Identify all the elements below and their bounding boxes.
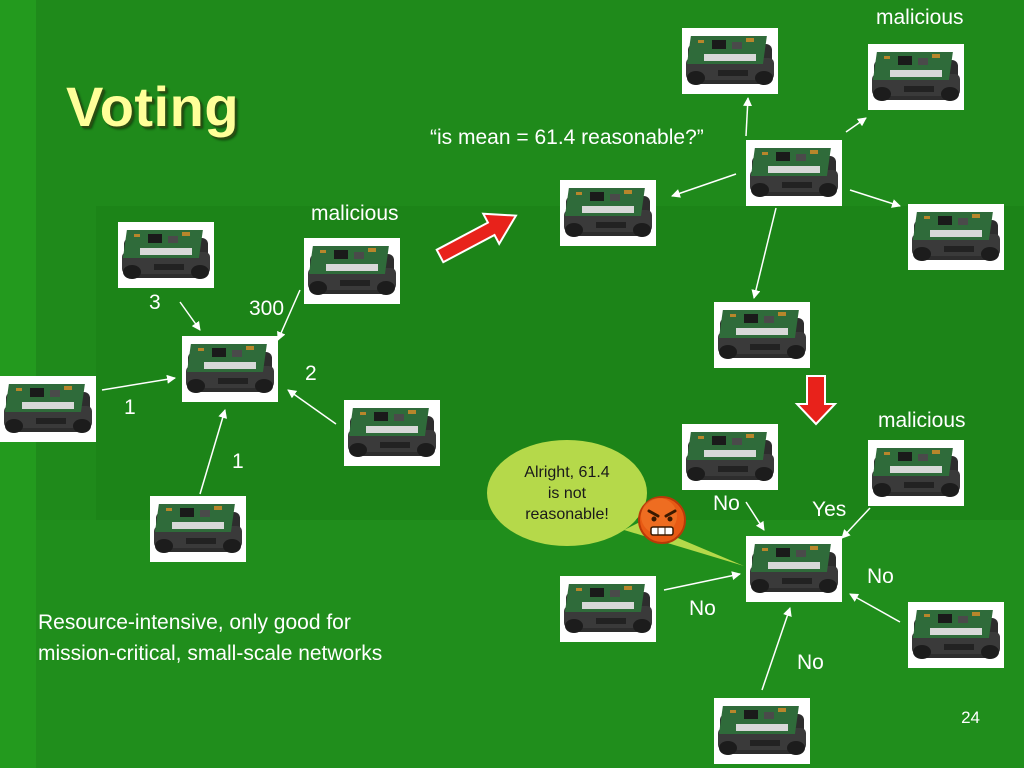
- sensor-node-icon: [150, 496, 246, 562]
- value-label: 300: [249, 297, 285, 320]
- malicious-label: malicious: [311, 202, 399, 225]
- value-label: 2: [305, 362, 317, 385]
- value-label: 1: [232, 450, 244, 473]
- big-arrow-down-icon: [794, 375, 838, 426]
- arrow-q-up: [743, 97, 753, 137]
- arrow-3: [179, 301, 201, 331]
- value-label: 1: [124, 396, 136, 419]
- sensor-node-icon: [714, 698, 810, 764]
- sensor-node-icon: [714, 302, 810, 368]
- slide-title: Voting: [66, 75, 240, 138]
- sensor-node-icon: [560, 180, 656, 246]
- angry-face-icon: [638, 496, 686, 544]
- vote-label: No: [867, 565, 894, 588]
- note-line: Resource-intensive, only good for: [38, 611, 351, 634]
- vote-label: No: [713, 492, 740, 515]
- sensor-node-icon: [118, 222, 214, 288]
- sensor-node-icon: [868, 44, 964, 110]
- sensor-node-icon: [908, 602, 1004, 668]
- vote-label: Yes: [812, 498, 847, 521]
- sensor-node-icon: [304, 238, 400, 304]
- sensor-node-icon: [908, 204, 1004, 270]
- arrow-q-down: [751, 207, 777, 299]
- sensor-node-icon: [344, 400, 440, 466]
- arrow-1-left: [101, 374, 176, 391]
- arrow-vote-no1: [745, 501, 765, 531]
- speech-line: reasonable!: [525, 506, 609, 523]
- arrow-q-left: [671, 173, 737, 198]
- arrow-q-right: [849, 189, 901, 208]
- arrow-vote-yes: [841, 507, 871, 539]
- sensor-node-icon: [0, 376, 96, 442]
- malicious-label: malicious: [878, 409, 966, 432]
- page-number: 24: [961, 708, 980, 727]
- sensor-node-icon: [868, 440, 964, 506]
- arrow-vote-no4: [761, 607, 792, 691]
- sensor-node-icon: [560, 576, 656, 642]
- sensor-node-icon: [182, 336, 278, 402]
- speech-bubble-text: Alright, 61.4 is not reasonable!: [516, 462, 618, 525]
- speech-line: Alright, 61.4: [524, 464, 610, 481]
- arrow-q-upright: [845, 117, 867, 133]
- arrow-2: [287, 389, 337, 425]
- vote-label: No: [689, 597, 716, 620]
- vote-label: No: [797, 651, 824, 674]
- sensor-node-icon: [746, 536, 842, 602]
- sensor-node-icon: [682, 28, 778, 94]
- arrow-1-bottom: [199, 409, 228, 495]
- sensor-node-icon: [682, 424, 778, 490]
- note-line: mission-critical, small-scale networks: [38, 642, 383, 665]
- big-arrow-right-icon: [435, 212, 518, 264]
- question-text: “is mean = 61.4 reasonable?”: [430, 126, 704, 149]
- arrow-300: [277, 289, 301, 341]
- value-label: 3: [149, 291, 161, 314]
- speech-line: is not: [547, 485, 587, 502]
- malicious-label: malicious: [876, 6, 964, 29]
- arrow-vote-no3: [849, 593, 901, 623]
- sensor-node-icon: [746, 140, 842, 206]
- arrow-vote-no2: [663, 571, 741, 591]
